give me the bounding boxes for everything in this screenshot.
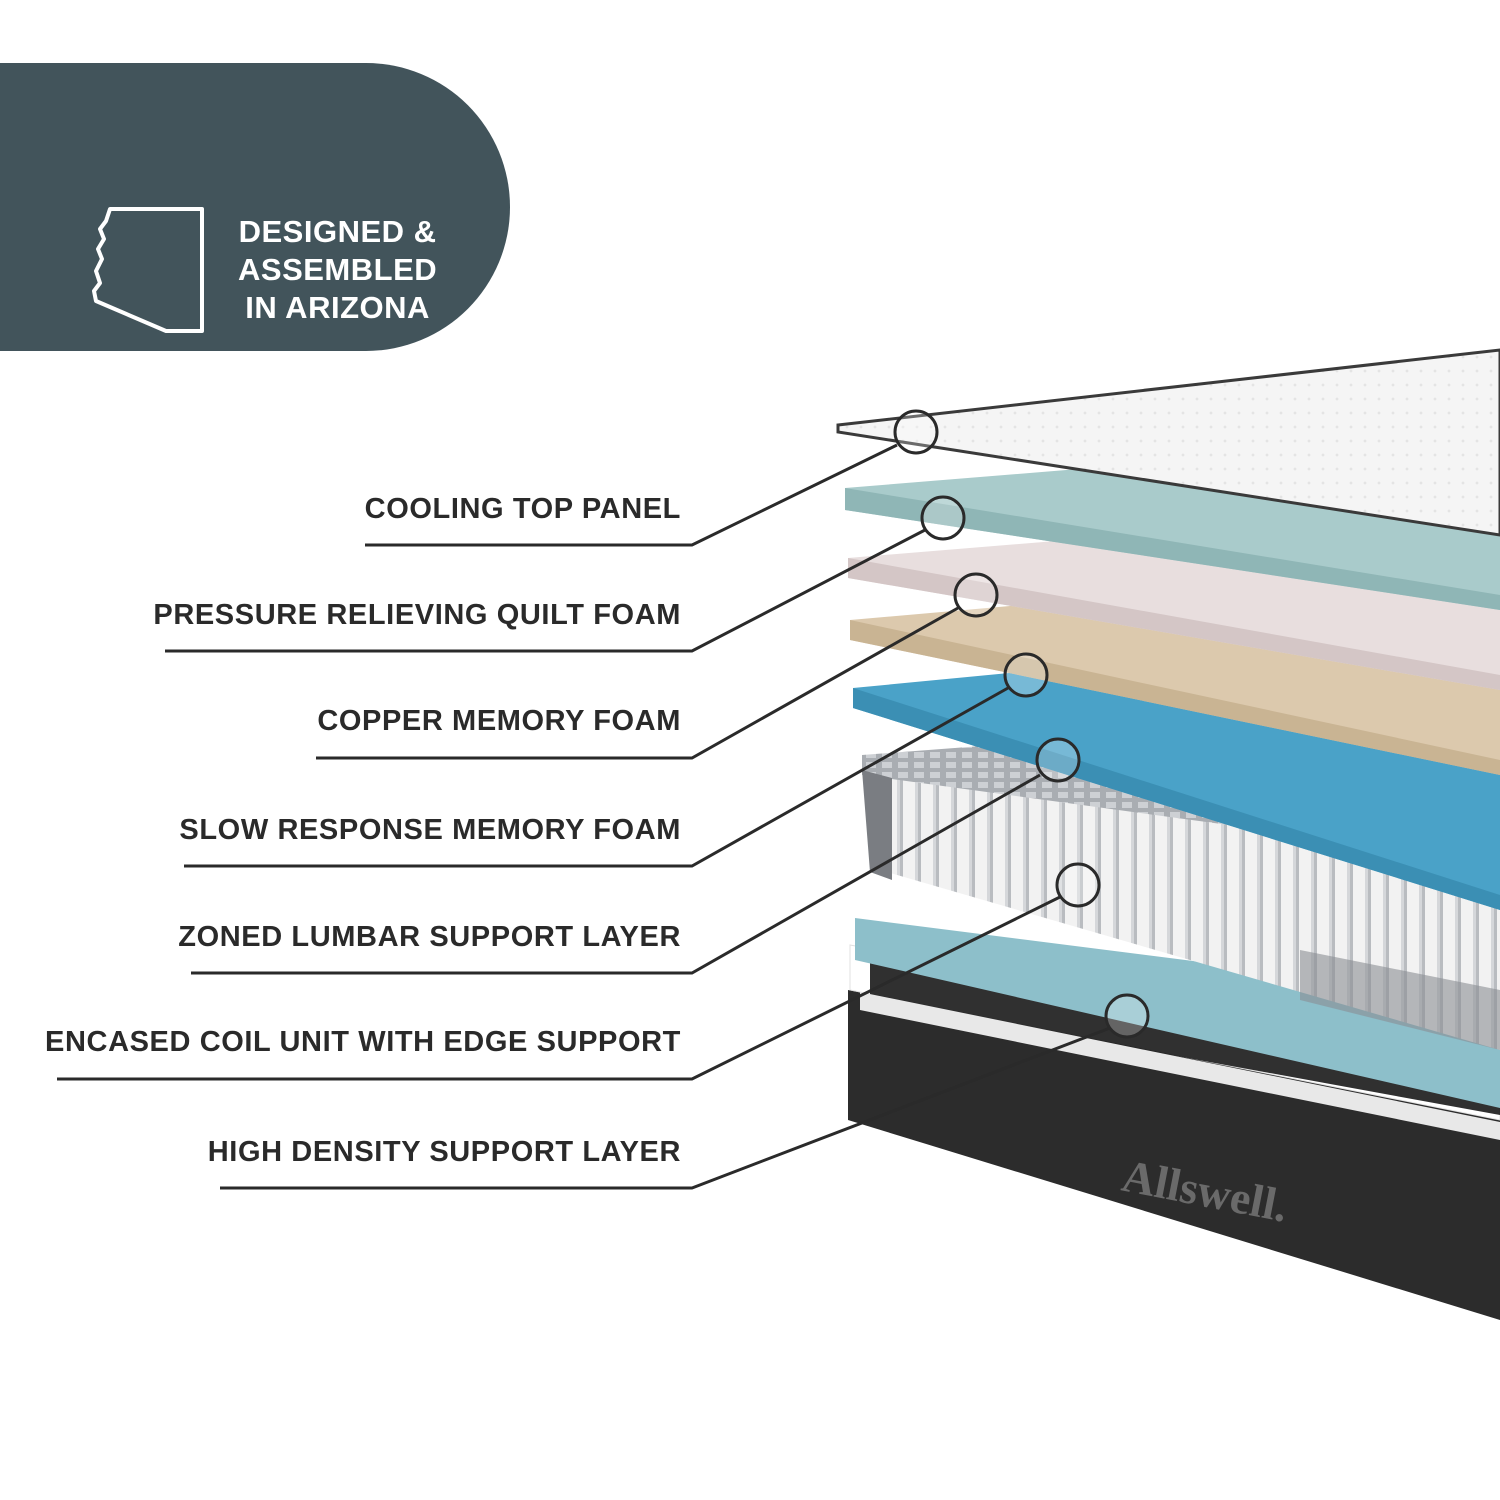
label-pressure-relieving-quilt-foam: PRESSURE RELIEVING QUILT FOAM [153, 599, 681, 631]
leader-line-5 [191, 773, 1041, 975]
leader-line-4 [184, 686, 1009, 868]
badge-line-1: DESIGNED & [238, 214, 437, 249]
callout-circle-3 [953, 572, 999, 618]
leader-line-6 [57, 895, 1061, 1081]
callout-circle-1 [893, 409, 939, 455]
callout-circle-6 [1055, 862, 1101, 908]
layer-high-density [855, 918, 1500, 1108]
arizona-outline-icon [92, 207, 204, 333]
made-in-arizona-badge: DESIGNED & ASSEMBLED IN ARIZONA [0, 63, 510, 351]
leader-line-1 [365, 443, 898, 547]
layer-cooling-top [836, 348, 1500, 537]
label-cooling-top-panel: COOLING TOP PANEL [364, 493, 681, 525]
leader-line-3 [316, 606, 959, 760]
leader-line-2 [165, 528, 926, 653]
callout-circle-7 [1104, 993, 1150, 1039]
callout-circle-5 [1035, 737, 1081, 783]
label-copper-memory-foam: COPPER MEMORY FOAM [317, 705, 681, 737]
leader-line-7 [220, 1026, 1111, 1190]
label-encased-coil-unit: ENCASED COIL UNIT WITH EDGE SUPPORT [45, 1026, 681, 1058]
label-high-density-support-layer: HIGH DENSITY SUPPORT LAYER [207, 1136, 681, 1168]
callout-circle-4 [1003, 652, 1049, 698]
label-slow-response-memory-foam: SLOW RESPONSE MEMORY FOAM [179, 814, 681, 846]
label-zoned-lumbar-support-layer: ZONED LUMBAR SUPPORT LAYER [178, 921, 681, 953]
callout-circle-2 [920, 495, 966, 541]
badge-line-2: ASSEMBLED [238, 252, 438, 287]
badge-text: DESIGNED & ASSEMBLED IN ARIZONA [238, 213, 437, 327]
badge-line-3: IN ARIZONA [245, 290, 430, 325]
